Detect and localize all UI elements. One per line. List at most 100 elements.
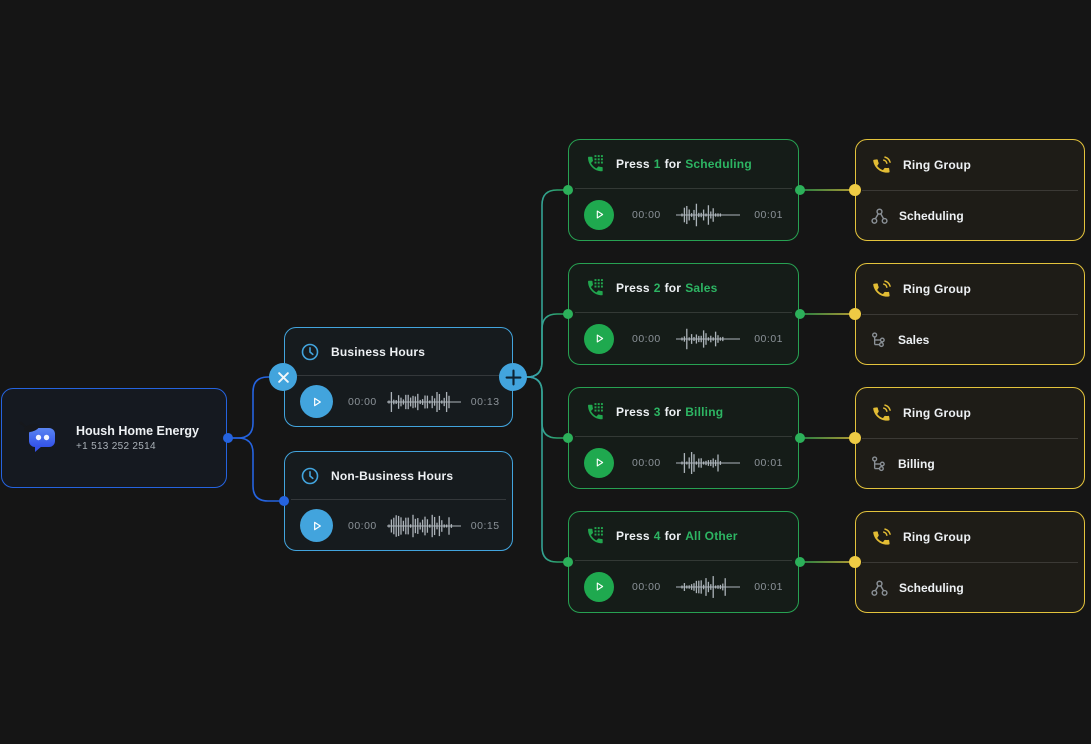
audio-waveform	[671, 202, 744, 228]
dialpad-phone-icon	[584, 278, 605, 298]
node-divider	[575, 560, 792, 561]
delete-edge-button[interactable]	[269, 363, 297, 391]
port-ring4-in[interactable]	[849, 556, 861, 568]
ring-group-target: Billing	[898, 457, 935, 471]
edge-hours-press2[interactable]	[513, 313, 568, 378]
playback-position: 00:00	[348, 519, 377, 532]
close-icon	[277, 371, 289, 383]
ringing-phone-icon	[871, 155, 892, 176]
audio-waveform	[671, 450, 744, 476]
port-press2-in[interactable]	[563, 309, 573, 319]
port-ring1-in[interactable]	[849, 184, 861, 196]
clock-icon	[300, 466, 320, 486]
node-title: Ring Group	[903, 158, 971, 172]
ring-group-target: Scheduling	[899, 581, 964, 595]
tree-branch-icon	[871, 332, 887, 348]
playback-position: 00:00	[632, 580, 661, 593]
node-divider	[862, 562, 1078, 563]
port-press1-out[interactable]	[795, 185, 805, 195]
node-title: Ring Group	[903, 406, 971, 420]
node-title: Ring Group	[903, 282, 971, 296]
edge-root-non-business-hours[interactable]	[228, 437, 284, 502]
play-icon	[596, 210, 603, 219]
audio-duration: 00:15	[470, 519, 500, 532]
play-button[interactable]	[584, 447, 614, 478]
dialpad-phone-icon	[584, 154, 605, 174]
node-non-business-hours[interactable]: Non-Business Hours 00:00 00:15	[284, 451, 513, 551]
port-press1-in[interactable]	[563, 185, 573, 195]
node-ring-group-4[interactable]: Ring Group Scheduling	[855, 511, 1085, 613]
playback-position: 00:00	[632, 456, 661, 469]
node-divider	[862, 438, 1078, 439]
ring-group-target: Scheduling	[899, 209, 964, 223]
play-button[interactable]	[300, 509, 333, 542]
node-business-hours[interactable]: Business Hours 00:00 00:13	[284, 327, 513, 427]
node-title: Ring Group	[903, 530, 971, 544]
tree-branch-icon	[871, 456, 887, 472]
audio-waveform	[386, 389, 461, 415]
audio-duration: 00:13	[470, 395, 500, 408]
audio-duration: 00:01	[754, 332, 783, 345]
audio-waveform	[386, 513, 461, 539]
plus-icon	[505, 369, 521, 385]
playback-position: 00:00	[348, 395, 377, 408]
port-non-business-in[interactable]	[279, 496, 289, 506]
play-icon	[596, 458, 603, 467]
port-ring3-in[interactable]	[849, 432, 861, 444]
ringing-phone-icon	[871, 403, 892, 424]
play-button[interactable]	[584, 571, 614, 602]
node-ring-group-3[interactable]: Ring Group Billing	[855, 387, 1085, 489]
audio-duration: 00:01	[754, 208, 783, 221]
chat-bubble-logo	[19, 419, 61, 457]
node-divider	[862, 190, 1078, 191]
port-ring2-in[interactable]	[849, 308, 861, 320]
play-icon	[596, 334, 603, 343]
phone-number-name: Housh Home Energy	[76, 424, 199, 438]
audio-duration: 00:01	[754, 580, 783, 593]
port-press4-out[interactable]	[795, 557, 805, 567]
node-ring-group-2[interactable]: Ring Group Sales	[855, 263, 1085, 365]
edge-root-business-hours[interactable]	[228, 376, 283, 439]
play-button[interactable]	[300, 385, 333, 418]
people-network-icon	[871, 207, 888, 225]
ringing-phone-icon	[871, 279, 892, 300]
node-divider	[291, 375, 506, 376]
node-title: Business Hours	[331, 344, 426, 359]
node-divider	[862, 314, 1078, 315]
dialpad-phone-icon	[584, 526, 605, 546]
clock-icon	[300, 342, 320, 362]
port-press4-in[interactable]	[563, 557, 573, 567]
add-node-button[interactable]	[499, 363, 527, 391]
audio-waveform	[671, 326, 744, 352]
audio-duration: 00:01	[754, 456, 783, 469]
play-button[interactable]	[584, 199, 614, 230]
play-button[interactable]	[584, 323, 614, 354]
node-ring-group-1[interactable]: Ring Group Scheduling	[855, 139, 1085, 241]
play-icon	[313, 397, 321, 406]
edge-hours-press4[interactable]	[513, 376, 568, 563]
node-divider	[291, 499, 506, 500]
port-root-out[interactable]	[223, 433, 233, 443]
ringing-phone-icon	[871, 527, 892, 548]
port-press3-out[interactable]	[795, 433, 805, 443]
play-icon	[596, 582, 603, 591]
playback-position: 00:00	[632, 332, 661, 345]
port-press2-out[interactable]	[795, 309, 805, 319]
node-phone-number[interactable]: Housh Home Energy +1 513 252 2514	[1, 388, 227, 488]
people-network-icon	[871, 579, 888, 597]
node-title: Non-Business Hours	[331, 468, 454, 483]
node-divider	[575, 312, 792, 313]
phone-number-value: +1 513 252 2514	[76, 441, 156, 452]
audio-waveform	[671, 574, 744, 600]
playback-position: 00:00	[632, 208, 661, 221]
port-press3-in[interactable]	[563, 433, 573, 443]
